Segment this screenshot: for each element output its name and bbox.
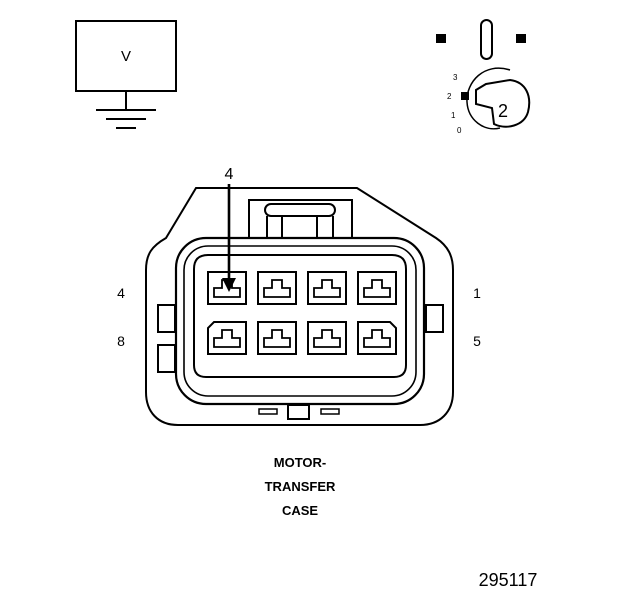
connector-housing [145, 187, 454, 426]
caption-line-1: MOTOR- [274, 455, 326, 470]
ignition-switch-icon: 3 2 1 0 2 [447, 67, 531, 135]
ignition-step-label: 2 [498, 101, 508, 121]
voltmeter-label: V [121, 48, 131, 65]
arrow-head-icon [222, 278, 236, 292]
figure-number: 295117 [479, 570, 538, 590]
caption-line-3: CASE [282, 503, 318, 518]
ignition-position-3: 3 [453, 73, 458, 82]
pin-cavity [357, 321, 397, 355]
connector-pins [207, 271, 397, 355]
ignition-position-2: 2 [447, 92, 452, 101]
ignition-position-0: 0 [457, 126, 462, 135]
connector-caption: MOTOR- TRANSFER CASE [265, 455, 336, 518]
pin-cavity [307, 321, 347, 355]
key-icon [436, 19, 526, 60]
pin-label-bottom-right: 5 [473, 333, 481, 349]
pin-cavity [257, 321, 297, 355]
ground-icon [96, 91, 156, 129]
caption-line-2: TRANSFER [265, 479, 336, 494]
pin-label-bottom-left: 8 [117, 333, 125, 349]
pin-cavity [207, 321, 247, 355]
pin-cavity [357, 271, 397, 305]
callout-pin-label: 4 [225, 166, 234, 183]
voltmeter-symbol: V [75, 20, 177, 129]
pin-callout: 4 [222, 166, 236, 292]
pin-label-top-left: 4 [117, 285, 125, 301]
pin-label-top-right: 1 [473, 285, 481, 301]
pin-cavity [257, 271, 297, 305]
ignition-position-1: 1 [451, 111, 456, 120]
pin-cavity [307, 271, 347, 305]
